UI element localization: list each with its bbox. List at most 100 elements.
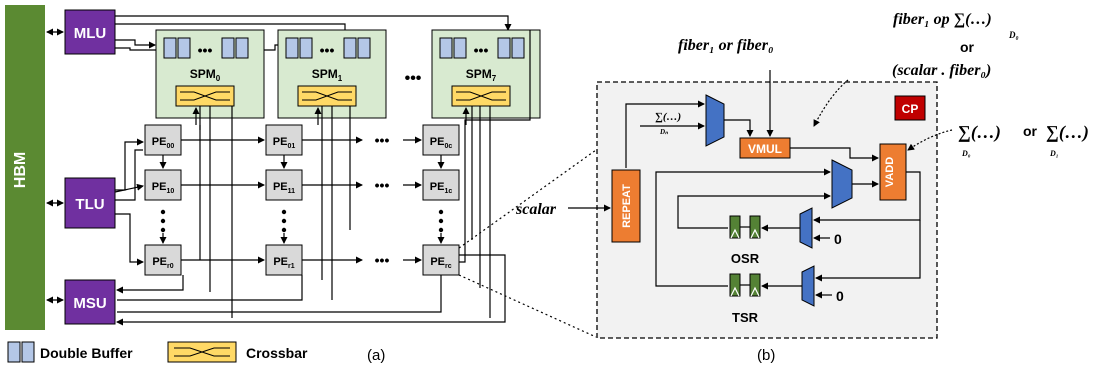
- vadd-expr-sum-1: ∑(…): [1046, 122, 1089, 143]
- caption-b: (b): [757, 347, 775, 364]
- hbm-label: HBM: [12, 152, 29, 188]
- cp-label: CP: [902, 102, 919, 116]
- pe-grid: PE00 PE01 PE0c PE10 PE11 PE1c PEr0 PEr1 …: [114, 30, 531, 326]
- pe-subscript: 0c: [444, 143, 452, 150]
- pe-label: PE: [273, 181, 288, 193]
- pe-col-ellipsis: [160, 209, 444, 233]
- svg-text:SPM0: SPM0: [190, 67, 221, 83]
- svg-text:PEr1: PEr1: [273, 256, 294, 270]
- pe-label: PE: [152, 256, 167, 268]
- tlu-block: [64, 177, 116, 229]
- buffer-icon: [497, 37, 511, 59]
- buffer-icon: [439, 37, 453, 59]
- pe-label: PE: [152, 136, 167, 148]
- vmul-expr-sub: D₀: [1008, 30, 1019, 40]
- buffer-icon: [343, 37, 357, 59]
- mux-icon: [831, 159, 853, 209]
- svg-text:PE00: PE00: [152, 136, 175, 150]
- pe-row-ellipsis: •••: [375, 132, 390, 148]
- tlu-label: TLU: [75, 196, 104, 213]
- mlu-label: MLU: [74, 25, 107, 42]
- spm-subscript: 7: [492, 74, 497, 83]
- spm-subscript: 0: [216, 74, 221, 83]
- mux-icon: [799, 207, 813, 249]
- spm-subscript: 1: [338, 74, 343, 83]
- inner-sum-sub: Dₙ: [659, 128, 669, 136]
- vadd-expr-sub-1: D₁: [1049, 149, 1059, 158]
- pe-subscript: rc: [445, 263, 452, 270]
- osr-label: OSR: [731, 251, 760, 266]
- spm-ellipsis: •••: [320, 42, 335, 58]
- mux-icon: [705, 94, 725, 147]
- mux-icon: [801, 265, 815, 307]
- buffer-icon: [163, 37, 177, 59]
- pe-1c: [422, 169, 460, 201]
- vmul-label: VMUL: [748, 142, 782, 156]
- buffer-icon: [511, 37, 525, 59]
- zero-input: 0: [834, 231, 842, 247]
- pe-subscript: 11: [288, 188, 296, 195]
- legend: Double Buffer Crossbar (a): [7, 341, 385, 364]
- part-b: CP REPEAT scalar ∑(…) Dₙ VMUL VADD OSR: [515, 11, 1089, 364]
- svg-text:PE1c: PE1c: [430, 181, 453, 195]
- vadd-label: VADD: [884, 157, 896, 187]
- legend-buffer-icon: [21, 341, 35, 363]
- fiber-input-expr: fiber₁ or fiber₀: [678, 37, 774, 54]
- spm-0: ••• SPM0: [155, 29, 265, 119]
- osr-register: [729, 215, 761, 239]
- scalar-label: scalar: [515, 201, 557, 218]
- pe-row-ellipsis: •••: [375, 252, 390, 268]
- buffer-icon: [453, 37, 467, 59]
- spm-row-ellipsis: •••: [405, 70, 422, 87]
- svg-text:PE01: PE01: [273, 136, 296, 150]
- spm-label: SPM: [312, 67, 338, 81]
- vmul-expr-line3: (scalar . fiber₀): [892, 62, 991, 79]
- pe-11: [265, 169, 303, 201]
- spm-7: ••• SPM7: [431, 29, 541, 119]
- svg-text:PE0c: PE0c: [430, 136, 453, 150]
- pe-0c: [422, 124, 460, 156]
- pe-subscript: 01: [287, 143, 295, 150]
- pe-subscript: 10: [166, 188, 174, 195]
- buffer-icon: [299, 37, 313, 59]
- vmul-expr-or: or: [960, 39, 975, 55]
- svg-text:PE10: PE10: [152, 181, 175, 195]
- svg-text:PErc: PErc: [430, 256, 451, 270]
- spm-label: SPM: [466, 67, 492, 81]
- buffer-icon: [221, 37, 235, 59]
- svg-text:PEr0: PEr0: [152, 256, 173, 270]
- pe-rc: [422, 244, 460, 276]
- repeat-block: [611, 169, 641, 243]
- vmul-expr-line1: fiber₁ op ∑(…): [893, 11, 992, 28]
- zero-input: 0: [836, 288, 844, 304]
- pe-r0: [144, 244, 182, 276]
- pe-row-ellipsis: •••: [375, 177, 390, 193]
- pe-10: [144, 169, 182, 201]
- spm-1: ••• SPM1: [277, 29, 387, 119]
- legend-buffer-icon: [7, 341, 21, 363]
- vadd-expr-or: or: [1023, 123, 1038, 139]
- buffer-icon: [235, 37, 249, 59]
- svg-text:SPM1: SPM1: [312, 67, 343, 83]
- repeat-label: REPEAT: [621, 184, 633, 228]
- pe-detail-panel: [596, 81, 938, 339]
- part-a: HBM MLU TLU MSU ••• SPM0: [5, 5, 597, 338]
- pe-subscript: 1c: [444, 188, 452, 195]
- pe-subscript: r0: [167, 263, 174, 270]
- tsr-label: TSR: [732, 310, 759, 325]
- svg-text:SPM7: SPM7: [466, 67, 497, 83]
- vadd-expr-sum-0: ∑(…): [958, 122, 1001, 143]
- buffer-icon: [285, 37, 299, 59]
- pe-subscript: 00: [166, 143, 174, 150]
- pe-label: PE: [430, 256, 445, 268]
- inner-sum: ∑(…): [655, 111, 681, 123]
- mlu-block: [64, 9, 116, 55]
- svg-text:PE11: PE11: [273, 181, 295, 195]
- spm-ellipsis: •••: [474, 42, 489, 58]
- buffer-icon: [357, 37, 371, 59]
- buffer-icon: [177, 37, 191, 59]
- pe-label: PE: [152, 181, 167, 193]
- caption-a: (a): [367, 347, 385, 364]
- spm-ellipsis: •••: [198, 42, 213, 58]
